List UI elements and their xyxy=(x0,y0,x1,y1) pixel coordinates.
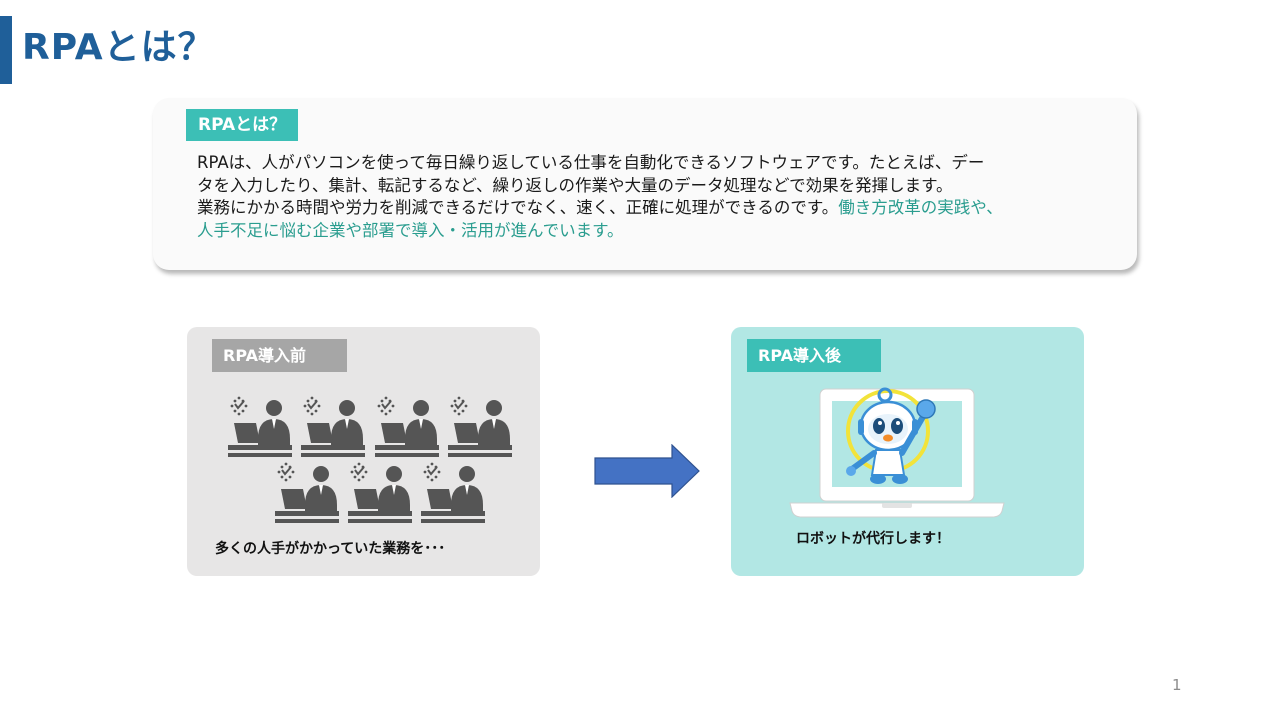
page-title: RPAとは？ xyxy=(22,27,215,68)
office-worker-icon xyxy=(228,396,292,457)
office-worker-icon xyxy=(275,462,339,523)
rpa-definition-card: RPAとは？ RPAは、人がパソコンを使って毎日繰り返している仕事を自動化できる… xyxy=(153,98,1137,270)
right-arrow-icon xyxy=(594,444,700,498)
after-rpa-tag: RPA導入後 xyxy=(747,339,881,372)
office-worker-icon xyxy=(421,462,485,523)
office-worker-icon xyxy=(448,396,512,457)
office-worker-icon xyxy=(348,462,412,523)
definition-line-4-accent: 人手不足に悩む企業や部署で導入・活用が進んでいます。 xyxy=(197,220,624,240)
definition-line-2: タを入力したり、集計、転記するなど、繰り返しの作業や大量のデータ処理などで効果を… xyxy=(197,175,953,195)
after-rpa-panel: RPA導入後 ロボットが代行します！ xyxy=(731,327,1084,576)
before-rpa-panel: RPA導入前 多くの人手がかかっていた業務を･･･ xyxy=(187,327,540,576)
definition-line-3: 業務にかかる時間や労力を削減できるだけでなく、速く、正確に処理ができるのです。働… xyxy=(197,197,1115,220)
before-rpa-caption: 多くの人手がかかっていた業務を･･･ xyxy=(215,541,446,557)
office-worker-icon xyxy=(301,396,365,457)
definition-tag: RPAとは？ xyxy=(186,109,299,141)
office-workers-group xyxy=(187,327,540,576)
definition-line-1: RPAは、人がパソコンを使って毎日繰り返している仕事を自動化できるソフトウェアで… xyxy=(197,153,985,172)
page-number: 1 xyxy=(1172,676,1182,694)
definition-line-3-accent: 働き方改革の実践や、 xyxy=(838,198,1003,217)
robot-mascot-icon xyxy=(846,387,936,484)
office-worker-icon xyxy=(375,396,439,457)
after-rpa-caption: ロボットが代行します！ xyxy=(796,531,950,547)
before-rpa-tag: RPA導入前 xyxy=(212,339,347,372)
definition-text: RPAは、人がパソコンを使って毎日繰り返している仕事を自動化できるソフトウェアで… xyxy=(197,152,1115,242)
laptop-icon xyxy=(789,387,1005,518)
title-accent-bar xyxy=(0,16,12,84)
definition-line-3-plain: 業務にかかる時間や労力を削減できるだけでなく、速く、正確に処理ができるのです。 xyxy=(197,198,839,217)
